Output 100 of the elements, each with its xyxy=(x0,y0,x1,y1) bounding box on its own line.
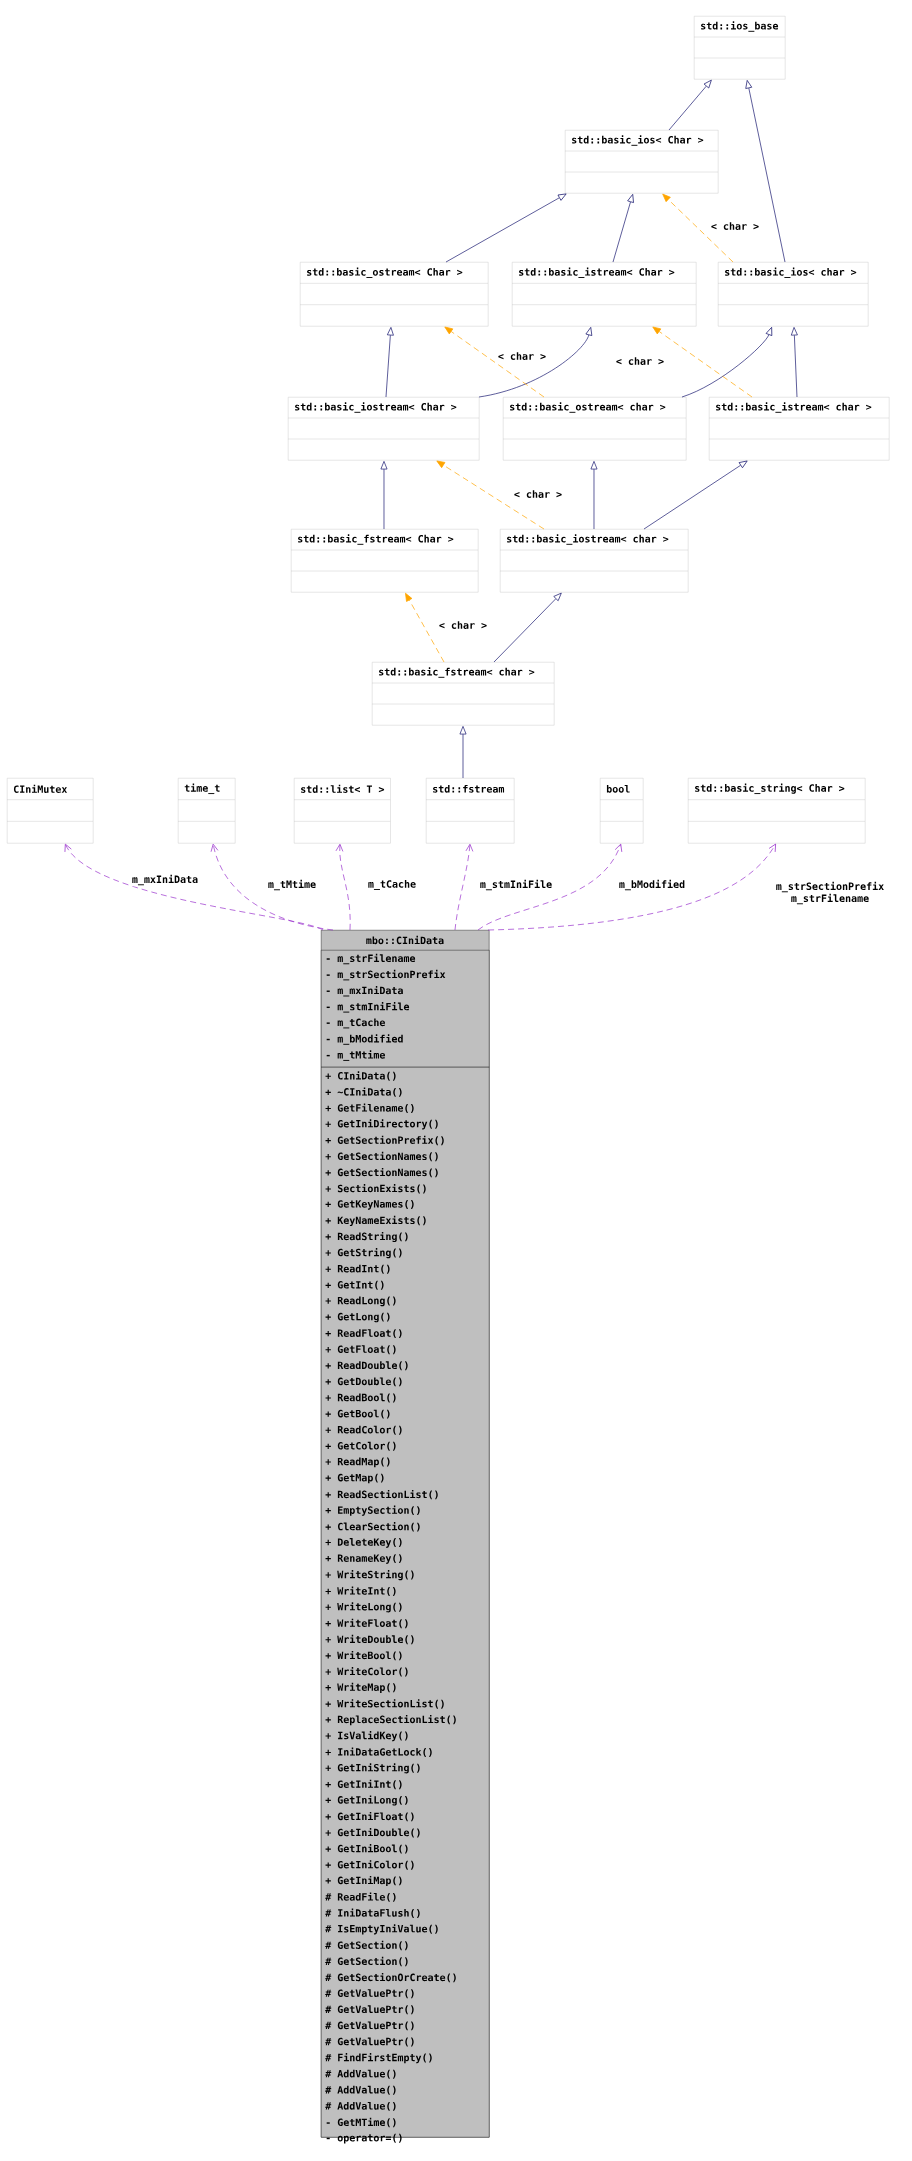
member-name: # GetValuePtr() xyxy=(325,2021,414,2031)
member-name: + DeleteKey() xyxy=(325,1538,402,1548)
member-name: - m_tCache xyxy=(326,1018,385,1029)
member-name: + GetIniString() xyxy=(325,1763,420,1774)
member-name: + GetIniInt() xyxy=(325,1779,402,1790)
member-name: + ReadDouble() xyxy=(325,1361,408,1371)
member-name: + WriteMap() xyxy=(325,1682,396,1693)
member-name: + EmptySection() xyxy=(325,1505,420,1516)
dashed-arrow xyxy=(652,326,753,398)
class-box: std::basic_ios< Char > xyxy=(564,130,719,194)
member-name: + GetMap() xyxy=(325,1473,384,1484)
dashed-arrow xyxy=(436,460,545,530)
member-name: + GetIniLong() xyxy=(325,1795,408,1806)
member-name: # AddValue() xyxy=(325,2085,396,2095)
edge-label: < char > xyxy=(614,356,666,366)
member-name: # IniDataFlush() xyxy=(325,1908,420,1918)
arrow xyxy=(445,193,567,263)
edge-label: m_bModified xyxy=(617,878,687,892)
member-name: + WriteFloat() xyxy=(325,1618,408,1629)
dashed-arrow xyxy=(335,843,351,931)
arrow xyxy=(380,461,388,530)
member-name: + IsValidKey() xyxy=(325,1731,408,1742)
member-name: + GetFloat() xyxy=(325,1345,396,1355)
member-name: + GetLong() xyxy=(325,1312,390,1323)
member-name: + GetColor() xyxy=(325,1441,396,1451)
member-name: + GetIniColor() xyxy=(325,1860,414,1870)
member-name: # GetValuePtr() xyxy=(325,2037,414,2047)
arrow xyxy=(790,327,798,398)
arrow xyxy=(590,461,598,530)
member-name: + CIniData() xyxy=(325,1071,396,1081)
member-name: - m_tMtime xyxy=(326,1050,385,1061)
edge-label: < char > xyxy=(496,351,548,361)
member-name: + GetKeyNames() xyxy=(325,1200,414,1210)
edge-label: < char > xyxy=(437,620,489,630)
class-box: CIniMutex xyxy=(6,778,94,844)
edge-label: m_strSectionPrefix m_strFilename xyxy=(773,880,887,906)
member-name: + WriteBool() xyxy=(325,1650,402,1661)
dashed-arrow xyxy=(210,843,334,931)
member-name: + WriteString() xyxy=(325,1570,414,1581)
member-name: # AddValue() xyxy=(325,2101,396,2111)
member-name: # AddValue() xyxy=(325,2069,396,2079)
member-name: + ReadLong() xyxy=(325,1296,396,1307)
dashed-arrow xyxy=(405,592,445,663)
member-name: + GetIniDirectory() xyxy=(325,1119,438,1130)
member-name: + ReadBool() xyxy=(325,1393,396,1403)
class-box: std::fstream xyxy=(425,778,515,844)
member-name: - m_strFilename xyxy=(326,953,416,965)
edge-label: m_tCache xyxy=(366,879,418,891)
member-name: - GetMTime() xyxy=(326,2117,396,2128)
arrow xyxy=(612,194,634,263)
member-name: + SectionExists() xyxy=(325,1184,426,1194)
class-box: std::basic_string< Char > xyxy=(687,778,866,844)
class-box: std::list< T > xyxy=(293,778,391,844)
dashed-arrow xyxy=(444,326,545,398)
member-name: + GetIniMap() xyxy=(325,1875,402,1887)
member-name: # IsEmptyIniValue() xyxy=(325,1924,438,1935)
class-box: std::basic_ostream< char > xyxy=(502,397,687,461)
member-name: + WriteSectionList() xyxy=(325,1699,444,1709)
member-name: + WriteDouble() xyxy=(325,1634,414,1645)
member-name: + GetIniFloat() xyxy=(325,1811,414,1822)
member-name: - m_stmIniFile xyxy=(326,1002,410,1013)
arrow xyxy=(459,726,467,779)
member-name: - m_bModified xyxy=(326,1034,403,1045)
class-box: std::basic_fstream< char > xyxy=(371,662,555,726)
class-box: time_t xyxy=(177,778,236,844)
edge-label: m_stmIniFile xyxy=(478,878,554,892)
class-box: std::ios_base xyxy=(693,16,786,80)
class-box: bool xyxy=(599,778,644,844)
member-name: + GetSectionNames() xyxy=(325,1151,438,1162)
arrow xyxy=(745,80,786,263)
member-name: # ReadFile() xyxy=(325,1892,396,1902)
member-name: # FindFirstEmpty() xyxy=(325,2053,432,2064)
member-name: + ReadColor() xyxy=(325,1425,402,1435)
member-name: - m_mxIniData xyxy=(326,985,403,997)
class-box: std::basic_ostream< Char > xyxy=(299,262,489,327)
member-name: + WriteInt() xyxy=(325,1586,396,1596)
member-name: + IniDataGetLock() xyxy=(325,1747,432,1757)
edge-label: m_tMtime xyxy=(266,878,318,892)
member-name: + ~CIniData() xyxy=(325,1087,402,1097)
member-name: + GetBool() xyxy=(325,1409,390,1419)
edge-label: < char > xyxy=(709,221,761,231)
arrow xyxy=(668,79,712,131)
member-name: # GetSectionOrCreate() xyxy=(325,1972,456,1983)
dashed-arrow xyxy=(662,193,734,263)
member-name: # GetValuePtr() xyxy=(325,1989,414,1999)
dashed-arrow xyxy=(477,843,623,931)
member-name: + RenameKey() xyxy=(325,1554,402,1564)
class-box: std::basic_istream< char > xyxy=(708,397,890,461)
member-name: + ReadMap() xyxy=(325,1457,390,1468)
dashed-arrow xyxy=(64,843,324,931)
dashed-arrow xyxy=(454,843,474,931)
member-name: # GetSection() xyxy=(325,1940,408,1951)
member-name: + GetFilename() xyxy=(325,1103,414,1113)
class-box: std::basic_fstream< Char > xyxy=(290,529,479,593)
member-name: # GetSection() xyxy=(325,1956,408,1967)
member-name: + ReadInt() xyxy=(325,1264,390,1274)
arrow xyxy=(493,592,562,663)
class-box: std::basic_istream< Char > xyxy=(511,262,697,327)
arrow xyxy=(643,460,748,530)
member-name: # GetValuePtr() xyxy=(325,2005,414,2015)
